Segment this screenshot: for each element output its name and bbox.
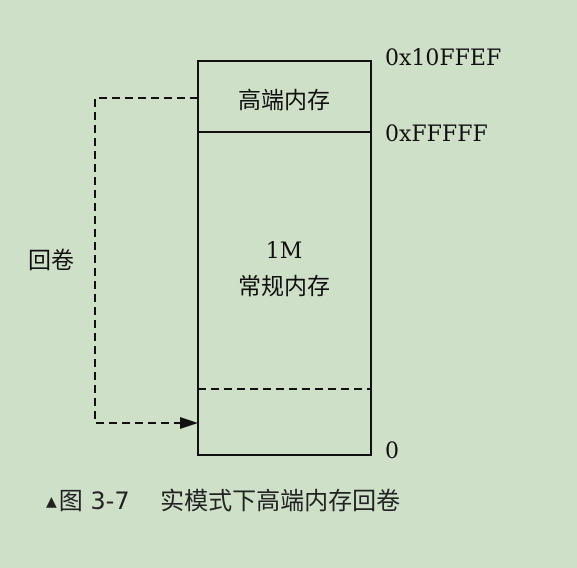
high-memory-label: 高端内存 <box>238 88 330 114</box>
wrap-around-arrowhead <box>180 417 198 429</box>
bottom-address-label: 0 <box>385 439 399 464</box>
wrap-around-dashed-path <box>94 97 198 424</box>
caption-marker: ▲ <box>46 494 57 510</box>
figure-caption: ▲图 3-7 实模式下高端内存回卷 <box>46 481 546 516</box>
top-address-label: 0x10FFEF <box>385 46 501 71</box>
caption-figure-number: 图 3-7 <box>58 487 130 515</box>
conventional-memory-label: 常规内存 <box>238 274 330 300</box>
boundary-address-label: 0xFFFFF <box>385 122 488 147</box>
caption-title: 实模式下高端内存回卷 <box>160 487 401 515</box>
wrap-label: 回卷 <box>28 248 74 274</box>
conventional-memory-size-label: 1M <box>266 239 303 264</box>
memory-block-outline <box>197 60 372 456</box>
